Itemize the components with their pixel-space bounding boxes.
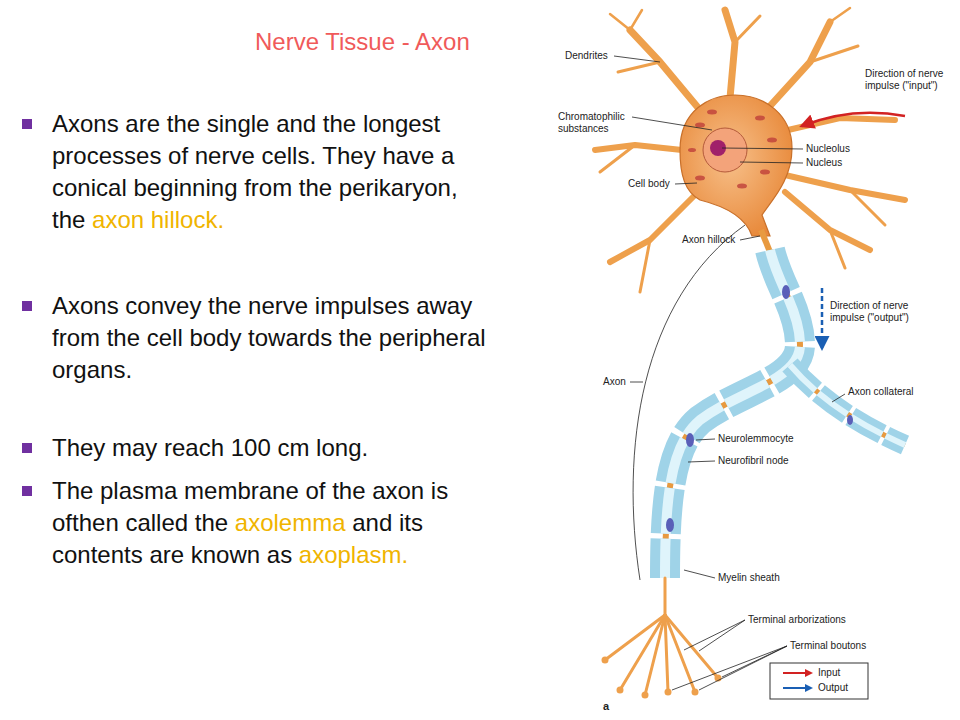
- part-label: Axon: [603, 376, 626, 388]
- figure-letter: a: [603, 700, 609, 712]
- legend-arrow: [782, 668, 814, 678]
- bullet-text: The plasma membrane of the axon is ofthe…: [22, 475, 492, 571]
- terminal-arborizations: [602, 578, 722, 699]
- highlighted-term: axon hillock.: [92, 206, 224, 233]
- bullet-text: They may reach 100 cm long.: [22, 432, 492, 464]
- legend-line: [783, 687, 806, 689]
- slide-title: Nerve Tissue - Axon: [255, 28, 470, 56]
- part-label: Axon collateral: [848, 386, 914, 398]
- legend-text: Output: [818, 682, 848, 693]
- bullet-text: Axons are the single and the longest pro…: [22, 108, 492, 236]
- legend-entry: Output: [818, 682, 848, 694]
- part-label: Dendrites: [565, 50, 608, 62]
- bullet-marker: [22, 486, 32, 496]
- bullet-marker: [22, 119, 32, 129]
- bullet-item: Axons are the single and the longest pro…: [22, 108, 492, 236]
- highlighted-term: axolemma: [235, 509, 346, 536]
- legend-entry: Input: [818, 667, 840, 679]
- cell-body: [680, 95, 792, 236]
- legend-head: [805, 669, 813, 677]
- legend-arrow: [782, 683, 814, 693]
- part-label: Terminal boutons: [790, 640, 866, 652]
- part-label: Neurolemmocyte: [718, 433, 794, 445]
- dendrites: [595, 8, 905, 292]
- bullet-item: The plasma membrane of the axon is ofthe…: [22, 475, 492, 571]
- bullet-text: Axons convey the nerve impulses away fro…: [22, 290, 492, 386]
- part-label: Cell body: [628, 178, 670, 190]
- part-label: Nucleus: [806, 157, 842, 169]
- direction-label: Direction of nerve impulse ("output"): [830, 300, 910, 324]
- legend-text: Input: [818, 667, 840, 678]
- part-label: Axon hillock: [682, 234, 735, 246]
- part-label: Nucleolus: [806, 143, 850, 155]
- direction-label: Direction of nerve impulse ("input"): [865, 68, 945, 92]
- highlighted-term: axoplasm.: [299, 541, 408, 568]
- legend-head: [805, 684, 813, 692]
- bullet-sentence: Axons convey the nerve impulses away fro…: [52, 292, 486, 383]
- bullet-sentence: They may reach 100 cm long.: [52, 434, 368, 461]
- part-label: Neurofibril node: [718, 455, 789, 467]
- part-label: Chromatophilic substances: [558, 111, 653, 135]
- bullet-item: They may reach 100 cm long.: [22, 432, 492, 464]
- part-label: Terminal arborizations: [748, 614, 846, 626]
- bullet-item: Axons convey the nerve impulses away fro…: [22, 290, 492, 386]
- legend-frame: [770, 663, 868, 699]
- bullet-marker: [22, 301, 32, 311]
- part-label: Myelin sheath: [718, 572, 780, 584]
- axon: [665, 230, 905, 578]
- bullet-marker: [22, 443, 32, 453]
- legend-line: [783, 672, 806, 674]
